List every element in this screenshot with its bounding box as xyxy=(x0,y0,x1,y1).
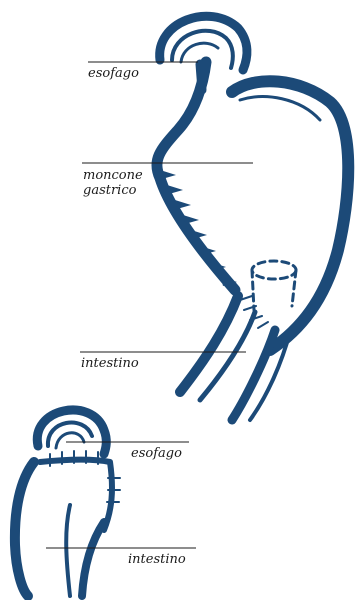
jejunal-loop xyxy=(15,460,112,596)
resected-segment-outline xyxy=(252,261,296,310)
label-esofago-bottom: esofago xyxy=(131,446,182,461)
intestine-top xyxy=(180,296,290,420)
label-moncone-line1: moncone xyxy=(83,168,173,183)
label-intestino-top: intestino xyxy=(81,356,139,371)
label-moncone-gastrico: moncone gastrico xyxy=(83,168,173,198)
esophagus-tube-bottom xyxy=(37,410,106,454)
gastric-resection-diagram xyxy=(157,16,348,420)
label-intestino-bottom: intestino xyxy=(128,552,186,567)
label-esofago-top: esofago xyxy=(88,66,139,81)
label-moncone-line2: gastrico xyxy=(83,183,173,198)
reconstruction-diagram xyxy=(15,410,120,596)
